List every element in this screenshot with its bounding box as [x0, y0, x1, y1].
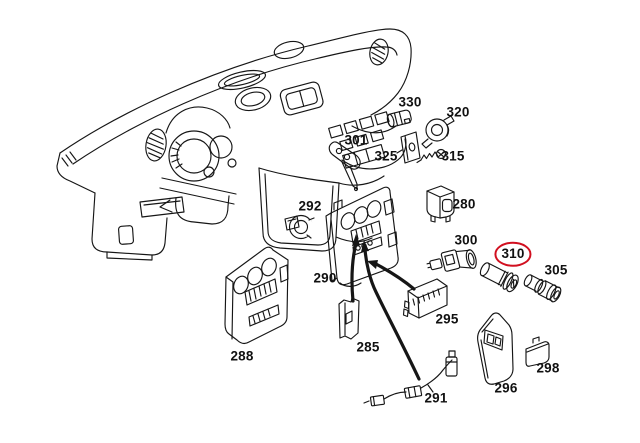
part-label-305[interactable]: 305 [544, 262, 568, 278]
part-330-drawing [386, 109, 412, 128]
part-label-320[interactable]: 320 [446, 104, 470, 120]
part-320-drawing [421, 115, 455, 149]
part-310-drawing [479, 262, 519, 293]
mounting-arrowheads [352, 234, 378, 269]
part-label-315[interactable]: 315 [441, 148, 465, 164]
part-label-291[interactable]: 291 [424, 390, 448, 406]
part-300-drawing [426, 249, 477, 272]
part-315-drawing [416, 148, 447, 164]
part-305-drawing [523, 274, 562, 303]
part-301-drawing [328, 141, 361, 192]
part-label-288[interactable]: 288 [230, 348, 254, 364]
part-298-drawing [525, 336, 550, 367]
part-295-drawing [402, 278, 448, 319]
part-label-285[interactable]: 285 [356, 339, 380, 355]
part-280-drawing [426, 185, 455, 223]
part-label-280[interactable]: 280 [452, 196, 476, 212]
part-288-drawing [224, 246, 289, 345]
part-label-310[interactable]: 310 [494, 241, 532, 267]
dashboard-drawing [56, 28, 412, 261]
part-label-290[interactable]: 290 [313, 270, 337, 286]
part-325-drawing [396, 131, 421, 164]
part-292-drawing [284, 214, 319, 240]
part-285-drawing [338, 297, 360, 340]
part-label-330[interactable]: 330 [398, 94, 422, 110]
part-label-292[interactable]: 292 [298, 198, 322, 214]
part-label-298[interactable]: 298 [536, 360, 560, 376]
part-label-325[interactable]: 325 [374, 148, 398, 164]
part-label-295[interactable]: 295 [435, 311, 459, 327]
part-label-300[interactable]: 300 [454, 232, 478, 248]
mounting-arrows [350, 241, 421, 381]
part-291-drawing [363, 350, 458, 407]
part-label-296[interactable]: 296 [494, 380, 518, 396]
part-label-301[interactable]: 301 [344, 132, 368, 148]
part-296-drawing [477, 312, 514, 385]
